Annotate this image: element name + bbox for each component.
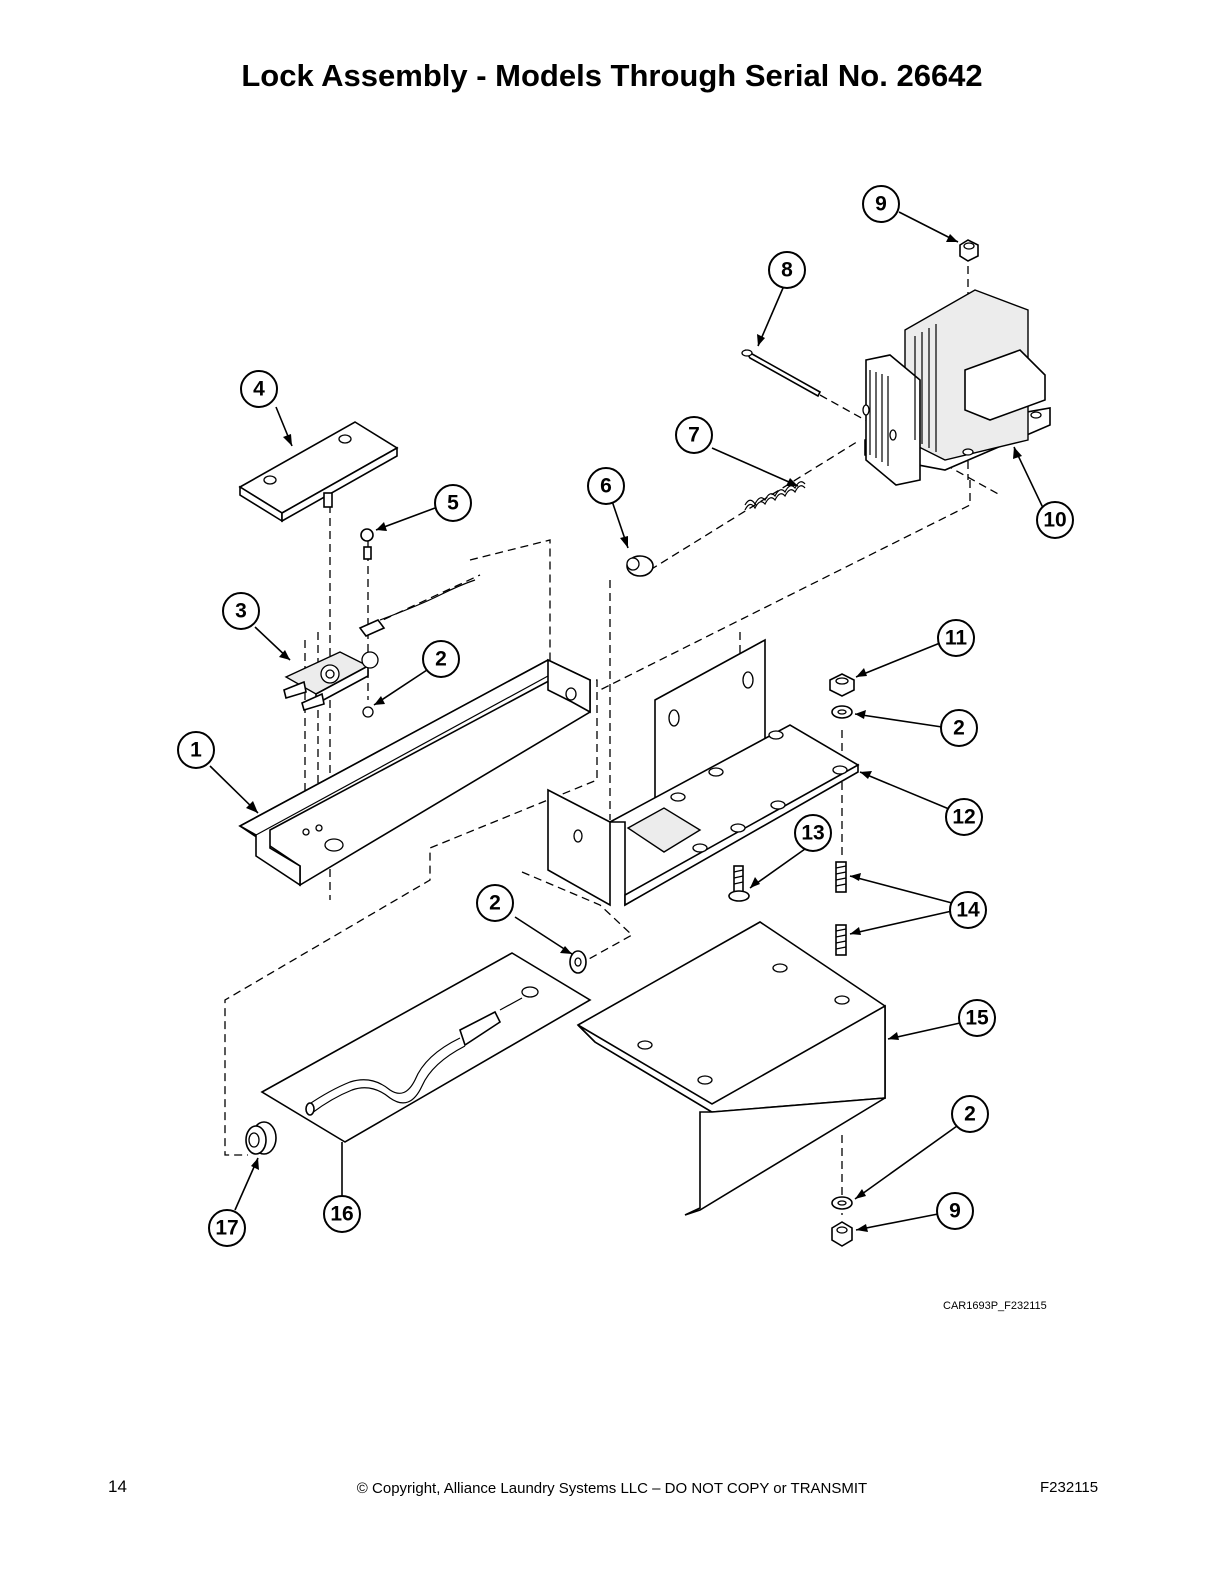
part-15-cover-plate — [576, 921, 886, 1216]
callout-9-b: 9 — [936, 1192, 974, 1230]
svg-text:10: 10 — [1043, 509, 1066, 532]
part-11-nut — [829, 673, 855, 697]
callout-9-a: 9 — [862, 185, 900, 223]
callout-14: 14 — [949, 891, 987, 929]
svg-text:6: 6 — [600, 475, 612, 498]
part-3-lock-clamp — [283, 528, 476, 718]
part-1-channel-bracket — [238, 658, 591, 887]
callout-3: 3 — [222, 592, 260, 630]
callout-16: 16 — [323, 1195, 361, 1233]
callout-15: 15 — [958, 999, 996, 1037]
callout-11: 11 — [937, 619, 975, 657]
callout-2-d: 2 — [951, 1095, 989, 1133]
svg-text:11: 11 — [945, 627, 968, 650]
callout-2-c: 2 — [476, 884, 514, 922]
callout-13: 13 — [794, 814, 832, 852]
part-12-main-bracket — [547, 638, 860, 907]
svg-text:12: 12 — [952, 806, 975, 829]
page-number: 14 — [108, 1477, 127, 1496]
part-16-ground-cable — [260, 952, 592, 1143]
svg-text:13: 13 — [801, 822, 824, 845]
svg-text:2: 2 — [964, 1103, 976, 1126]
callout-12: 12 — [945, 798, 983, 836]
svg-text:8: 8 — [781, 259, 793, 282]
copyright-notice: © Copyright, Alliance Laundry Systems LL… — [356, 1480, 868, 1497]
page-title: Lock Assembly - Models Through Serial No… — [241, 58, 983, 93]
part-2-lock-washer-right-top — [831, 705, 853, 719]
part-14-studs — [835, 861, 847, 956]
leader-lines — [209, 211, 1045, 1231]
part-6-grommet — [626, 555, 654, 577]
document-id: F232115 — [1040, 1479, 1099, 1496]
leader-arrowheads — [246, 234, 1022, 1232]
callout-1: 1 — [177, 731, 215, 769]
svg-text:17: 17 — [215, 1217, 238, 1240]
part-7-spring — [744, 481, 806, 511]
svg-text:4: 4 — [253, 378, 265, 401]
callout-8: 8 — [768, 251, 806, 289]
svg-text:14: 14 — [956, 899, 980, 922]
svg-text:3: 3 — [235, 600, 247, 623]
svg-text:9: 9 — [949, 1200, 961, 1223]
drawing-code: CAR1693P_F232115 — [943, 1300, 1047, 1312]
part-9-nut-bottom — [831, 1221, 853, 1247]
part-4-plate — [238, 421, 399, 523]
svg-text:2: 2 — [489, 892, 501, 915]
svg-text:16: 16 — [330, 1203, 353, 1226]
callout-7: 7 — [675, 416, 713, 454]
callout-5: 5 — [434, 484, 472, 522]
callout-10: 10 — [1036, 501, 1074, 539]
svg-text:2: 2 — [953, 717, 965, 740]
part-2-lock-washer-right-bottom — [831, 1196, 853, 1210]
part-8-cotter-pin — [741, 349, 822, 398]
svg-text:7: 7 — [688, 424, 700, 447]
svg-text:2: 2 — [435, 648, 447, 671]
svg-text:1: 1 — [190, 739, 202, 762]
svg-text:5: 5 — [447, 492, 459, 515]
part-17-grommet — [245, 1121, 277, 1155]
svg-text:9: 9 — [875, 193, 887, 216]
callout-2-b: 2 — [940, 709, 978, 747]
callout-2-a: 2 — [422, 640, 460, 678]
callout-17: 17 — [208, 1209, 246, 1247]
part-9-nut-top — [959, 239, 979, 262]
callout-6: 6 — [587, 467, 625, 505]
part-10-solenoid — [862, 289, 1051, 486]
part-2-lock-washer-left — [569, 950, 587, 974]
part-13-screw — [728, 865, 750, 902]
svg-text:15: 15 — [965, 1007, 989, 1030]
callout-4: 4 — [240, 370, 278, 408]
